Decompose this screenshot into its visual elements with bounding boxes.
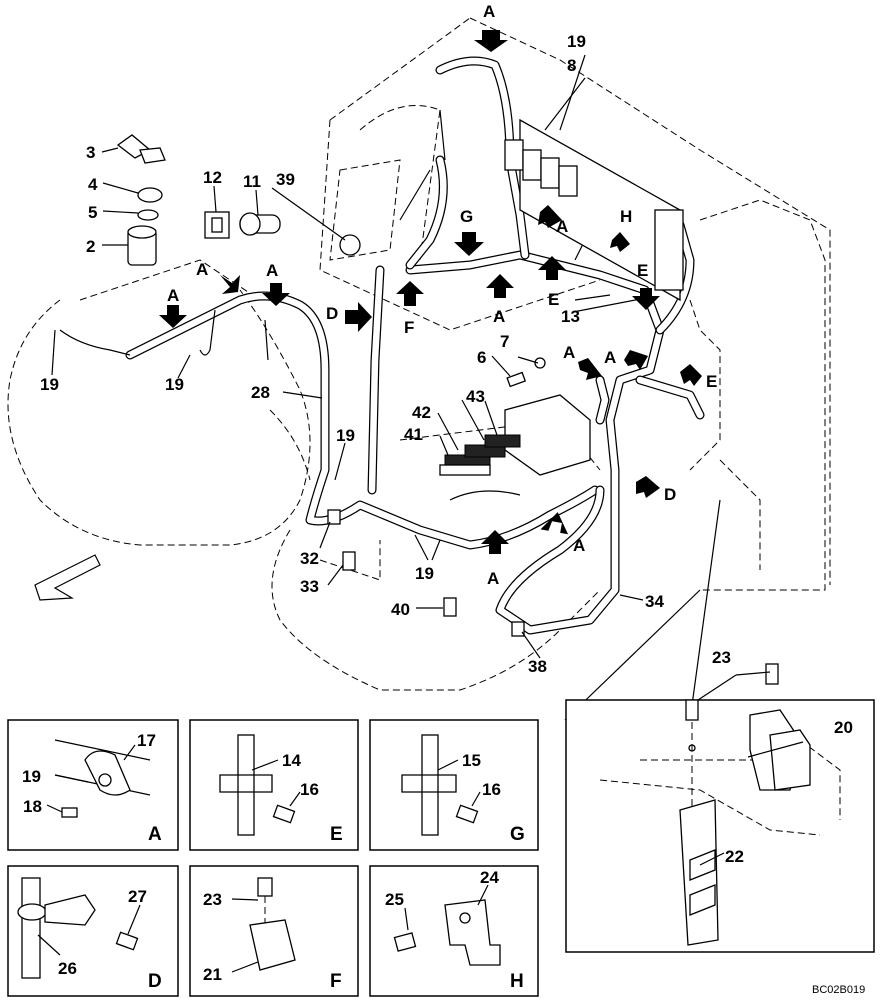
part-label-3: 3 [86,143,95,162]
view-letter-d-1: D [326,304,338,323]
view-letter-e-1: E [637,261,648,280]
seat-outline [7,259,311,546]
leader-lines [51,54,721,721]
view-letter-a-4: A [556,217,568,236]
view-letter-a-5: A [493,307,505,326]
fuse-box [439,394,591,476]
part-label-13: 13 [561,307,580,326]
view-letter-a-2: A [266,261,278,280]
inset-label-20: 20 [834,718,853,737]
panel-e-letter: E [330,824,343,845]
socket-11 [239,212,281,236]
panel-d-letter: D [148,971,162,992]
bolt-39-clamp-38 [443,597,525,637]
panel-a-label-19: 19 [22,767,41,786]
view-letter-a-top: A [483,2,495,21]
inset-label-23: 23 [712,648,731,667]
panel-h-label-25: 25 [385,890,404,909]
panel-f-letter: F [330,971,342,992]
part-label-39: 40 [391,600,410,619]
part-label-33: 33 [300,577,319,596]
view-letter-e-2: E [548,290,559,309]
view-letter-a-6: A [563,343,575,362]
part-label-34: 34 [645,592,664,611]
view-letter-a-3: A [167,286,179,305]
panel-d-label-26: 26 [58,959,77,978]
drawing-code: BC02B019 [812,984,865,996]
view-letter-a-7: A [604,348,616,367]
panel-d-label-27: 27 [128,887,147,906]
view-letter-a-1: A [196,260,208,279]
part-label-9: 19 [567,32,586,51]
part-label-5: 5 [88,203,97,222]
part-label-43: 43 [466,387,485,406]
view-arrows [159,30,702,554]
part-label-32: 32 [300,549,319,568]
switch-12 [204,211,230,239]
relay-panel [504,118,684,302]
view-letter-e-3: E [706,372,717,391]
wire-harness [59,56,705,635]
part-label-28: 28 [251,383,270,402]
part-label-19-b: 19 [165,375,184,394]
part-label-12: 12 [203,168,222,187]
clamp-32-bolt-33 [327,509,356,571]
part-label-11: 11 [243,172,261,191]
panel-f-label-23: 23 [203,890,222,909]
panel-g-label-15: 15 [462,751,481,770]
ignition-switch [116,134,166,266]
detail-panel-g: 15 16 G [369,719,539,851]
part-label-42: 42 [412,403,431,422]
part-label-19-c: 19 [336,426,355,445]
panel-h-label-24: 24 [480,868,499,887]
part-label-19-d: 19 [415,564,434,583]
view-letters: A A A A A A A A A A D D E E E F G H [167,2,717,588]
view-letter-f: F [404,318,414,337]
detail-panel-a: 17 19 18 A [7,719,179,851]
panel-e-label-14: 14 [282,751,301,770]
detail-panel-e: 14 16 E [189,719,359,851]
part-label-19-a: 19 [40,375,59,394]
panel-a-label-18: 18 [23,797,42,816]
panel-a-letter: A [148,824,162,845]
inset-label-22: 22 [725,847,744,866]
view-letter-h: H [620,207,632,226]
part-label-38: 38 [528,657,547,676]
panel-g-label-16: 16 [482,780,501,799]
panel-h-letter: H [510,971,524,992]
part-label-8: 8 [567,56,576,75]
panel-a-label-17: 17 [137,731,156,750]
frame-outline [319,17,831,591]
part-labels: 19 8 3 4 5 2 12 11 39 13 7 6 28 19 19 19… [40,32,664,676]
part-label-40: 39 [276,170,295,189]
part-label-41-b: 41 [404,425,423,444]
forward-direction-arrow [34,554,101,601]
view-letter-d-2: D [664,485,676,504]
part-label-4: 4 [88,175,98,194]
detail-panel-h: 24 25 H [369,865,539,997]
panel-e-label-16: 16 [300,780,319,799]
view-letter-a-9: A [487,569,499,588]
view-letter-g: G [460,207,473,226]
panel-g-letter: G [510,824,525,845]
bracket-inset: 23 20 22 [565,648,875,953]
part-label-7: 7 [500,332,509,351]
panel-f-label-21: 21 [203,965,222,984]
detail-panel-f: 23 21 F [189,865,359,997]
view-letter-a-8: A [573,536,585,555]
bolt-6-and-washer-7 [506,357,546,388]
detail-panel-d: 27 26 D [7,865,179,997]
part-label-2: 2 [86,237,95,256]
part-label-6: 6 [477,348,486,367]
